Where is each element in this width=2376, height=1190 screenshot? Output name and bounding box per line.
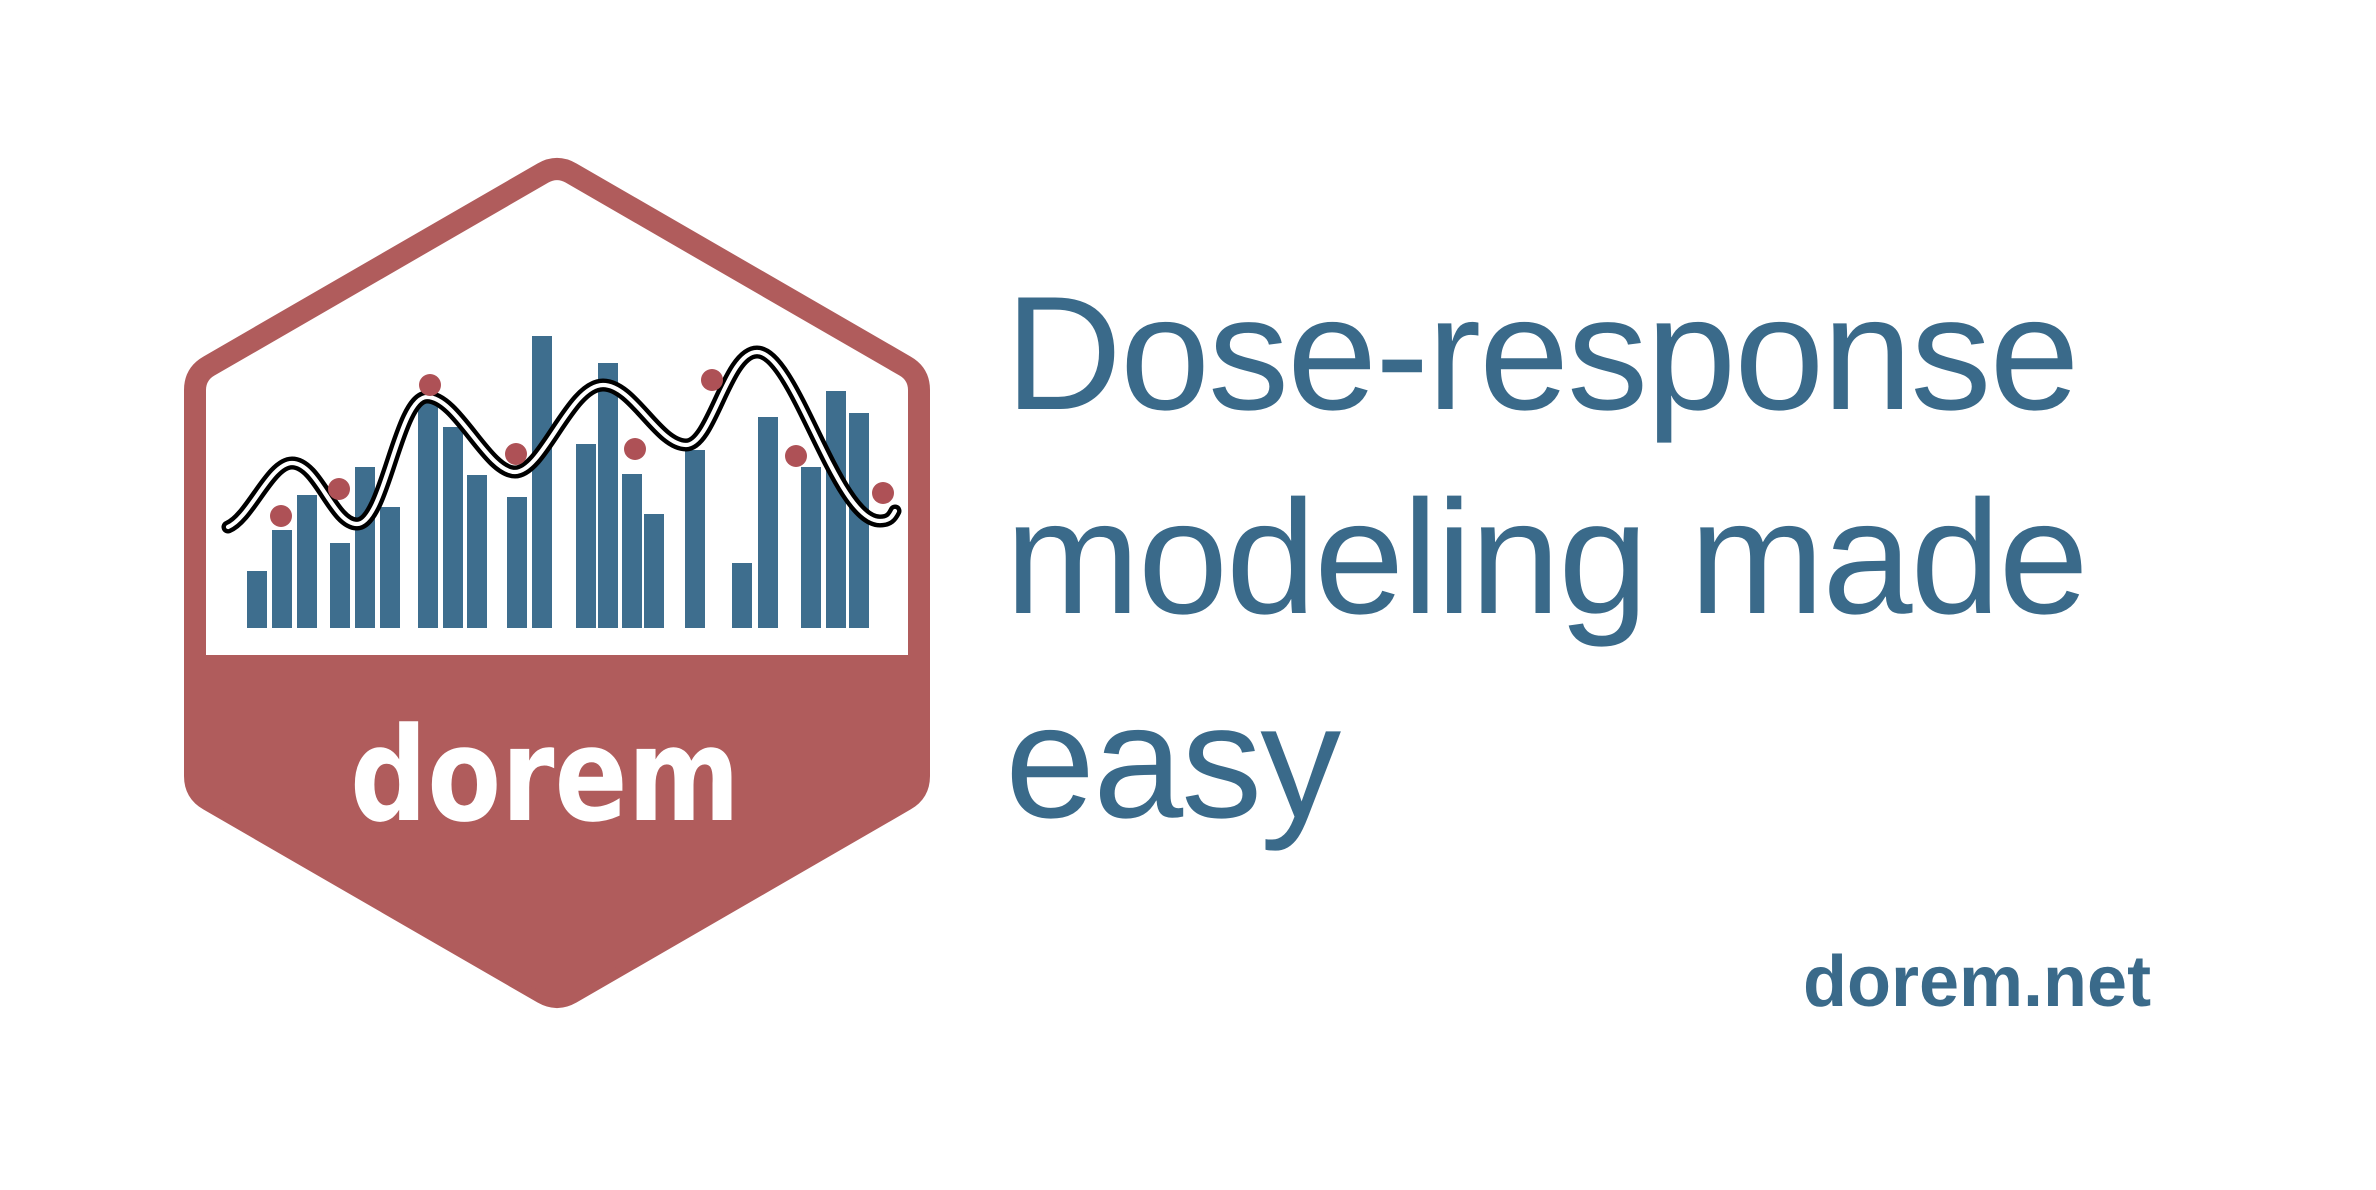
data-dot: [785, 445, 807, 467]
data-dot: [419, 374, 441, 396]
chart-bar: [732, 563, 752, 628]
tagline-line-3: easy: [1005, 671, 1341, 852]
website-url[interactable]: dorem.net: [1803, 942, 2152, 1022]
chart-bar: [330, 543, 350, 628]
chart-bar: [507, 497, 527, 628]
chart-bar: [247, 571, 267, 628]
tagline-line-1: Dose-response: [1005, 263, 2080, 444]
data-dot: [701, 369, 723, 391]
data-dot: [328, 478, 350, 500]
chart-bar: [297, 495, 317, 628]
chart-bar: [443, 427, 463, 628]
chart-bar: [532, 336, 552, 628]
data-dot: [270, 505, 292, 527]
data-dots: [270, 369, 894, 527]
chart-bar: [467, 475, 487, 628]
model-curve-core: [225, 349, 898, 530]
badge-wordmark: dorem: [350, 699, 740, 851]
chart-bar: [758, 417, 778, 628]
bar-chart: [247, 336, 869, 628]
data-dot: [505, 443, 527, 465]
chart-bar: [272, 530, 292, 628]
chart-bar: [622, 474, 642, 628]
chart-bar: [380, 507, 400, 628]
chart-bar: [576, 444, 596, 628]
chart-bar: [598, 363, 618, 628]
chart-bar: [685, 450, 705, 628]
tagline: Dose-response modeling made easy: [1005, 252, 2089, 864]
data-dot: [872, 482, 894, 504]
chart-bar: [418, 402, 438, 628]
chart-bar: [355, 467, 375, 628]
data-dot: [624, 438, 646, 460]
chart-bar: [849, 413, 869, 628]
tagline-line-2: modeling made: [1005, 467, 2089, 648]
chart-bar: [801, 467, 821, 628]
chart-bar: [644, 514, 664, 628]
chart-bar: [826, 391, 846, 628]
